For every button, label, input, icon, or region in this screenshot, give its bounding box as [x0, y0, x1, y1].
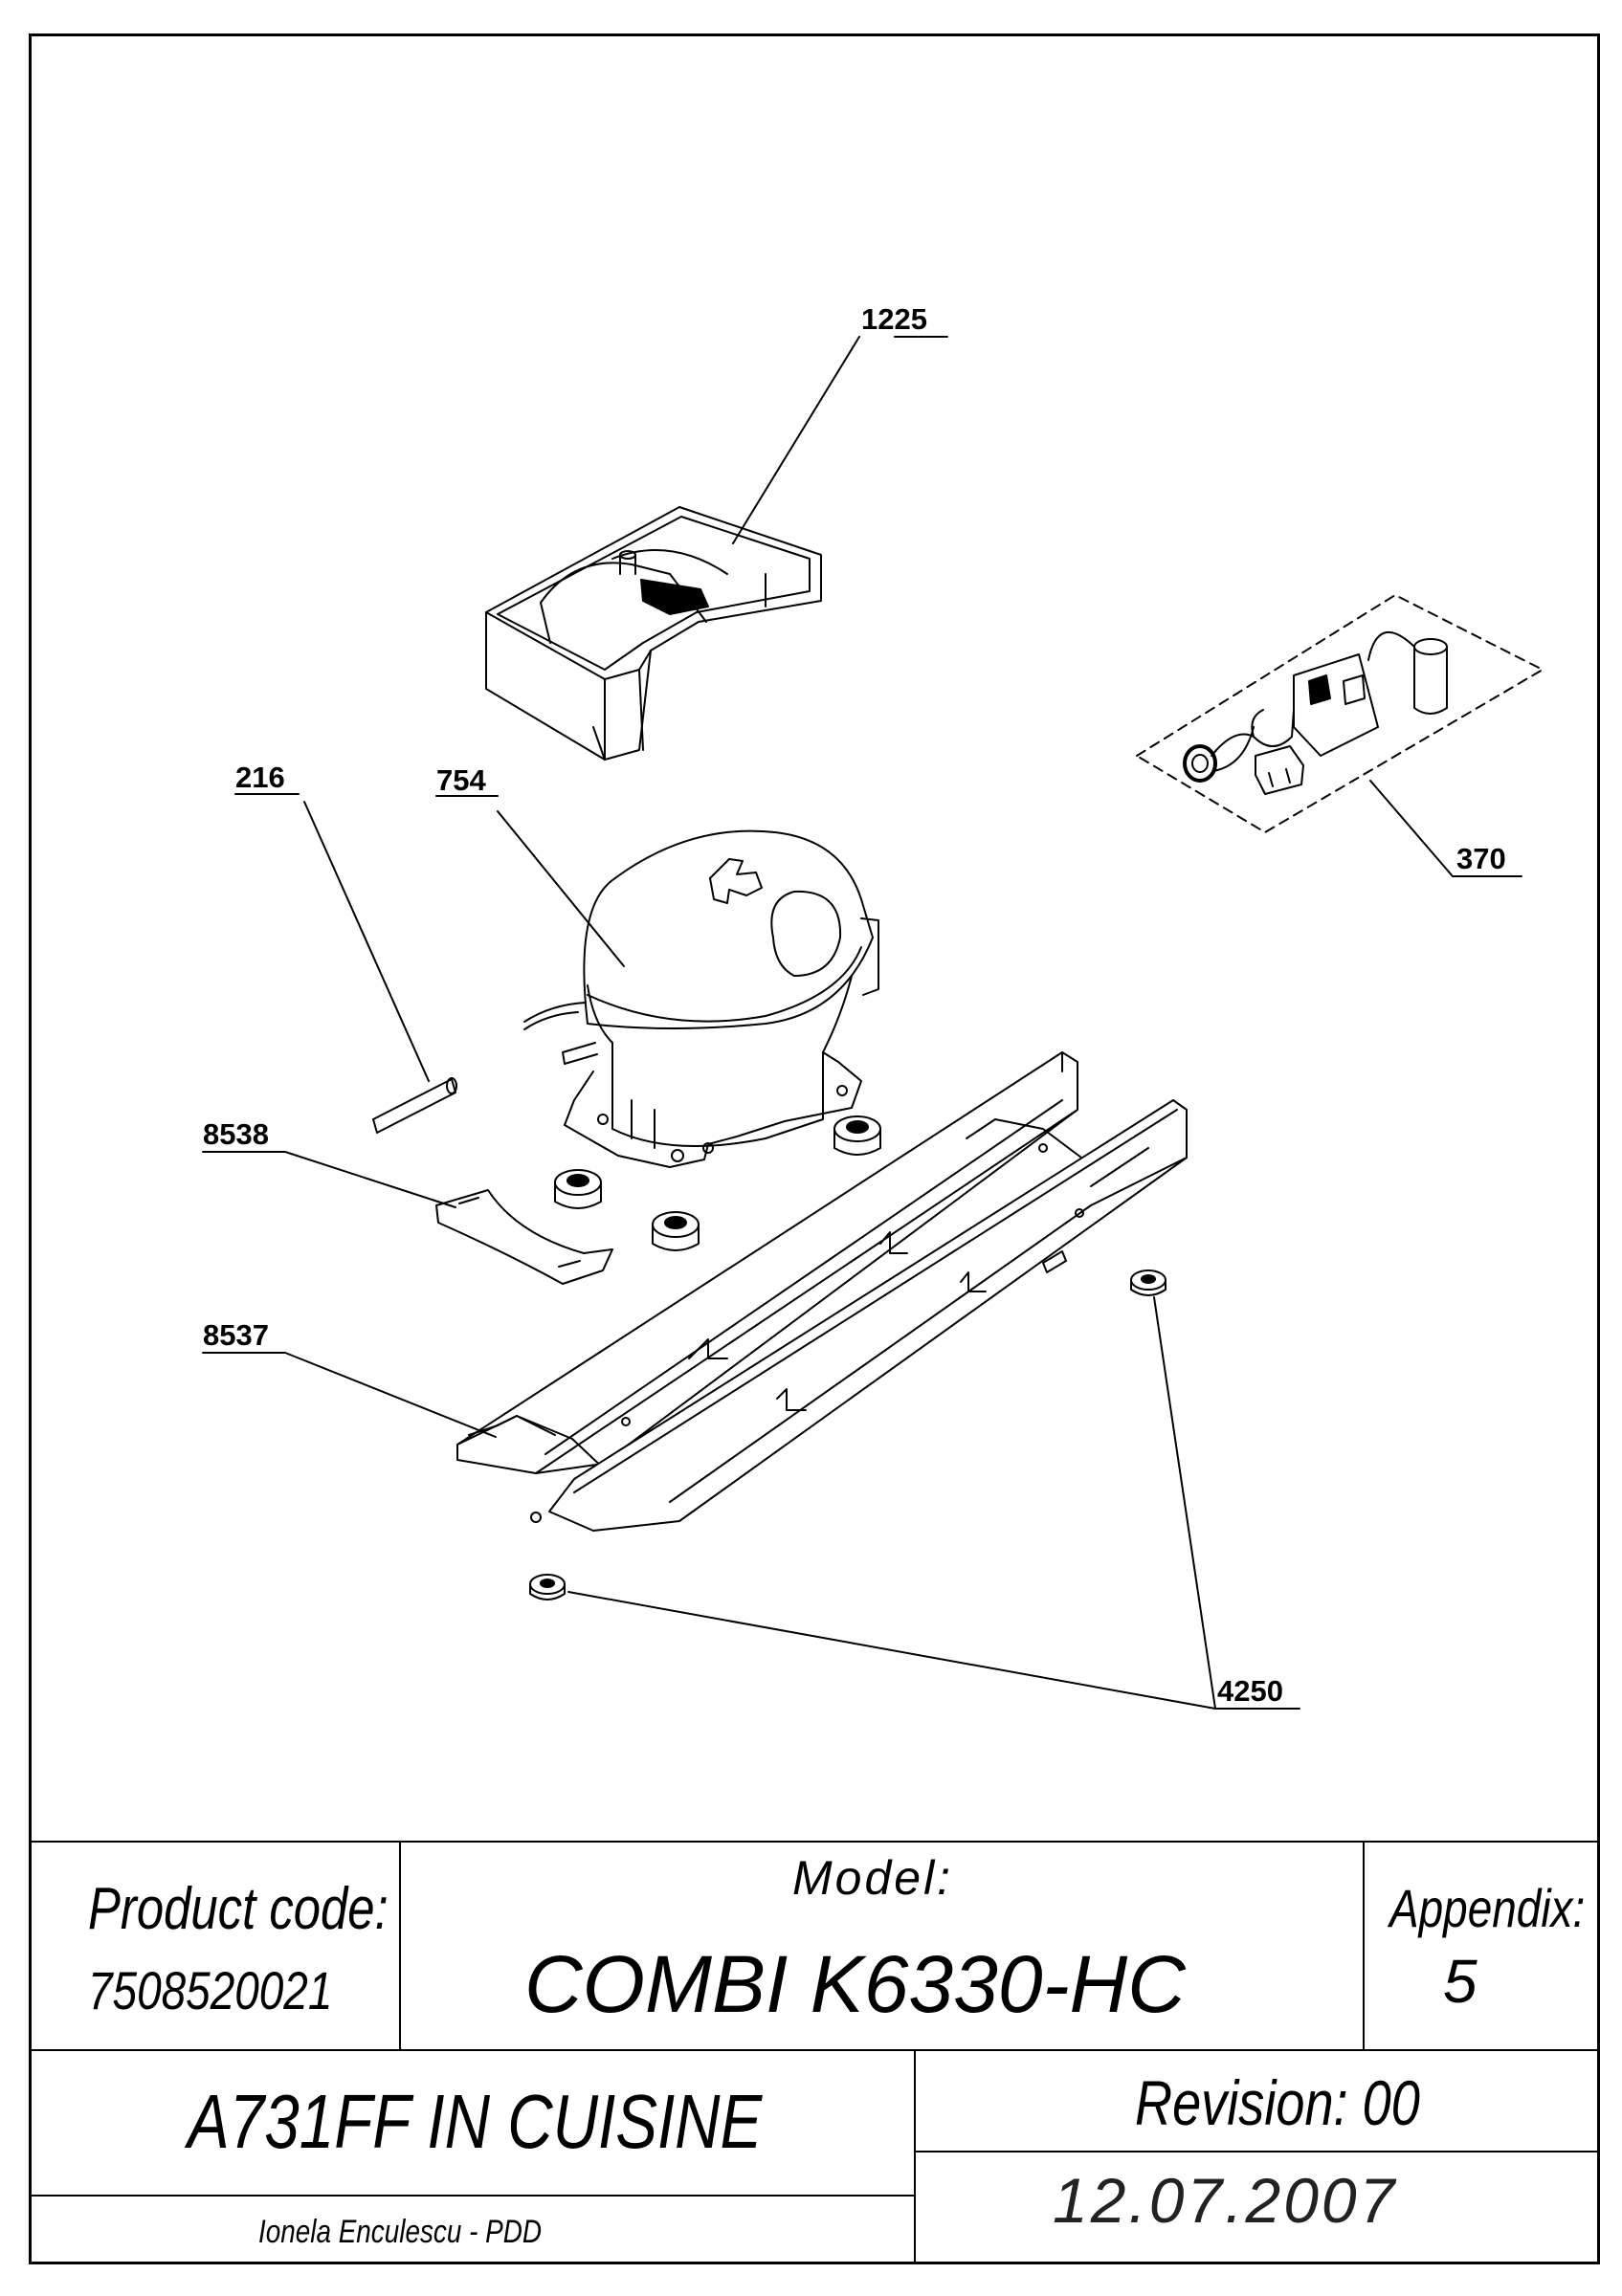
callout-leader-8538-line — [284, 1151, 456, 1208]
rubber-grommets — [554, 1115, 881, 1251]
appendix-label: Appendix: — [1389, 1878, 1586, 1938]
part-1225-tray — [485, 506, 822, 761]
callout-leader-216-line — [303, 801, 430, 1082]
title-block-mid-rule — [29, 2049, 1600, 2051]
callout-leader-754-line — [497, 810, 625, 967]
part-8538-strap — [435, 1189, 613, 1285]
product-code-value: 7508520021 — [88, 1960, 333, 2020]
part-370-relay-kit — [1136, 594, 1544, 833]
author-text: Ionela Enculescu - PDD — [258, 2214, 542, 2250]
part-216-pin — [372, 1077, 457, 1134]
description-text: A731FF IN CUISINE — [188, 2079, 763, 2164]
callout-754: 754 — [436, 763, 486, 797]
drawing-sheet-border — [29, 33, 1600, 2264]
callout-leader-1225-line — [732, 336, 860, 544]
callout-370: 370 — [1456, 842, 1506, 875]
revision-text: Revision: 00 — [1135, 2067, 1420, 2138]
callout-216: 216 — [235, 761, 285, 794]
part-754-compressor — [523, 829, 879, 1168]
title-block-author-rule — [29, 2195, 915, 2197]
title-block-divider-1 — [399, 1841, 401, 2049]
title-block-divider-3 — [914, 2049, 916, 2264]
model-label: Model: — [792, 1851, 954, 1905]
title-block-divider-2 — [1363, 1841, 1365, 2049]
appendix-value: 5 — [1443, 1947, 1478, 2016]
title-block-top-rule — [29, 1841, 1600, 1843]
part-8537-base-rails — [456, 1051, 1188, 1532]
title-block-lower-rule — [915, 2151, 1600, 2152]
part-4250-nuts — [529, 1269, 1167, 1601]
callout-8538: 8538 — [203, 1117, 269, 1151]
callout-leader-370-line — [1369, 780, 1454, 877]
callout-leader-8537-line — [284, 1352, 497, 1438]
model-value: COMBI K6330-HC — [524, 1939, 1186, 2029]
callout-8537: 8537 — [203, 1318, 269, 1352]
callout-4250: 4250 — [1217, 1674, 1283, 1708]
product-code-label: Product code: — [88, 1876, 389, 1942]
callout-leader-4250-line-b — [1153, 1296, 1216, 1710]
callout-leader-4250-line-a — [567, 1591, 1216, 1710]
callout-1225: 1225 — [861, 302, 927, 336]
date-text: 12.07.2007 — [1053, 2165, 1398, 2236]
